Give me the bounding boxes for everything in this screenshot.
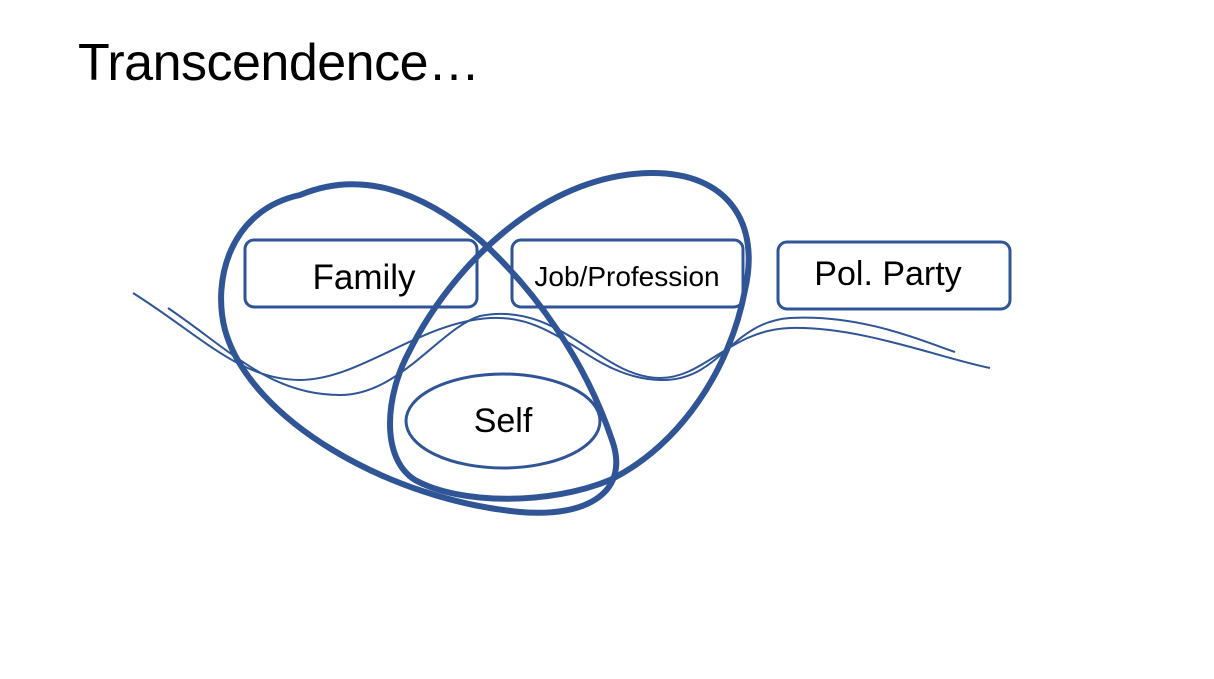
pol-party-label: Pol. Party: [814, 255, 961, 293]
family-loop: [218, 181, 620, 516]
job-loop: [387, 169, 752, 502]
family-label: Family: [312, 258, 416, 297]
slide-title: Transcendence…: [78, 34, 480, 92]
self-label: Self: [474, 402, 533, 440]
self-ellipse: [404, 372, 602, 470]
pol-party-box: [776, 240, 1012, 311]
family-box: [243, 238, 479, 309]
job-profession-label: Job/Profession: [534, 261, 719, 292]
wave-line-2: [167, 307, 991, 397]
